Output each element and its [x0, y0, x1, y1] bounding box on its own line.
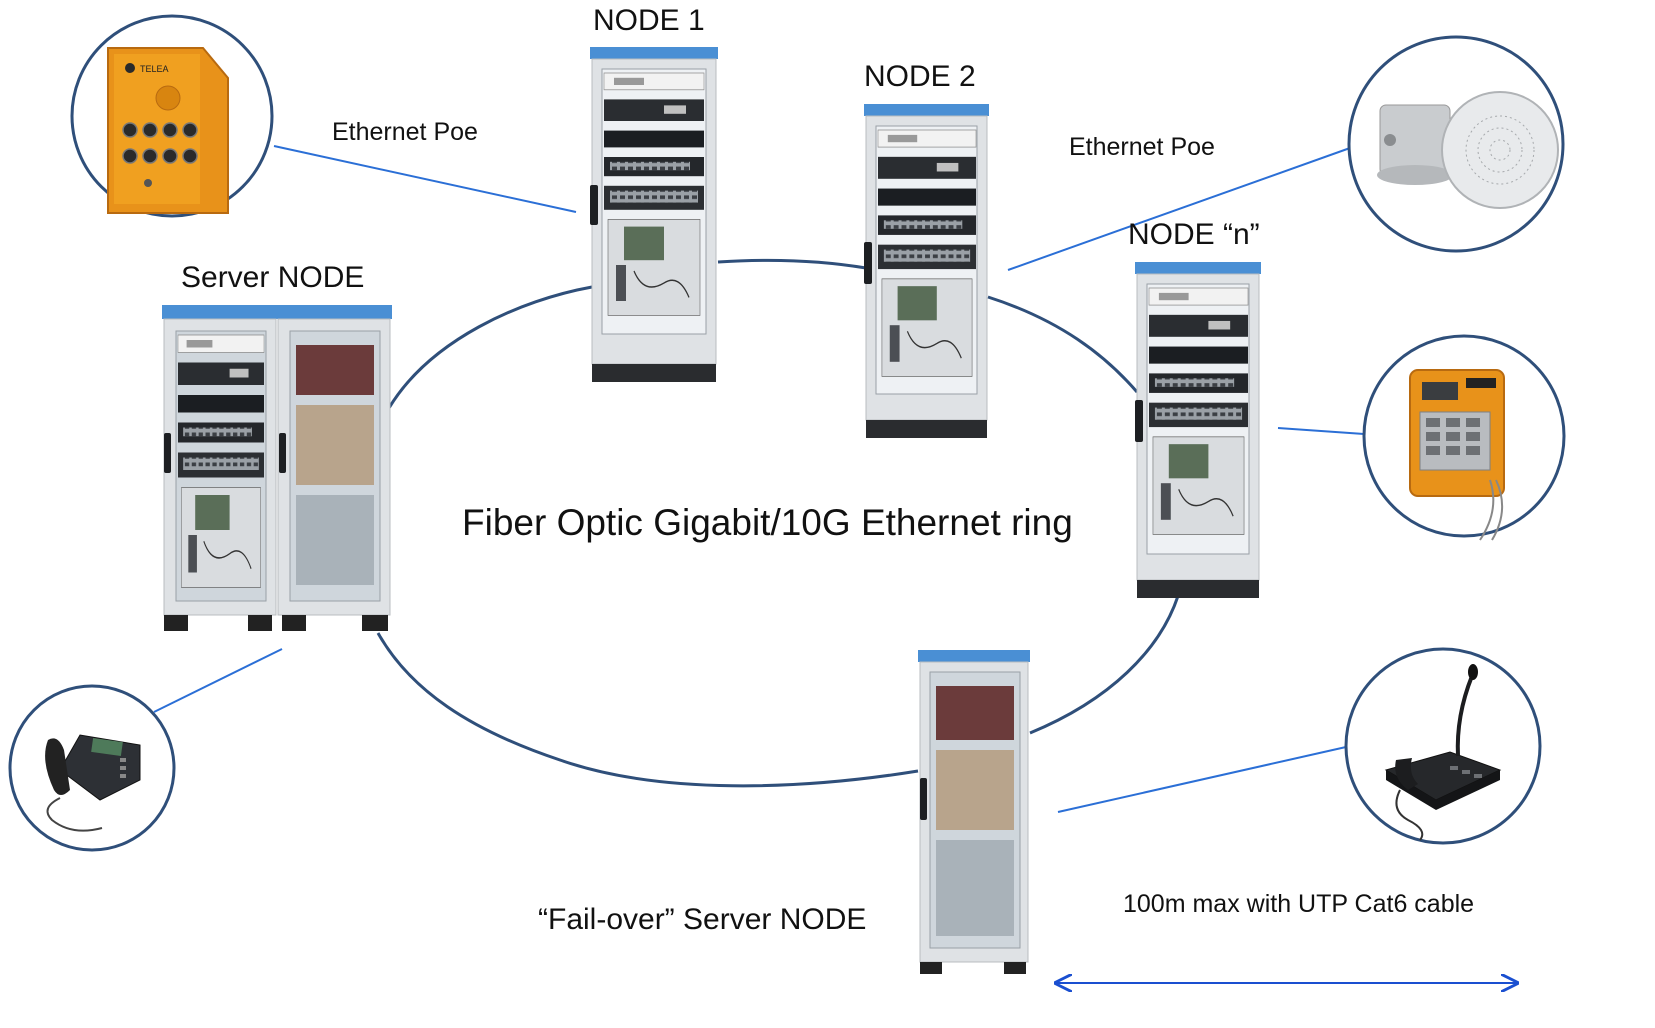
node2-label: NODE 2	[864, 60, 976, 93]
node1-cabinet-icon	[590, 47, 718, 382]
ip-phone-icon	[45, 734, 141, 832]
intercom-device-icon: TELEA	[107, 47, 229, 214]
failover-cabinet-icon	[918, 650, 1030, 974]
ceiling-speaker-icon	[1377, 91, 1559, 209]
ceiling-speaker-circle	[1347, 35, 1565, 253]
paging-microphone-icon	[1384, 664, 1502, 841]
link-node2-speaker	[1007, 147, 1351, 271]
server-cabinet-icon	[162, 305, 392, 631]
ethernet-poe-left-label: Ethernet Poe	[332, 118, 478, 146]
paging-microphone-circle	[1344, 647, 1542, 845]
node1-label: NODE 1	[593, 4, 705, 37]
industrial-phone-circle	[1362, 334, 1566, 541]
industrial-phone-icon	[1409, 369, 1505, 541]
ip-phone-circle	[8, 684, 176, 852]
ethernet-poe-right-label: Ethernet Poe	[1069, 133, 1215, 161]
intercom-brand-text: TELEA	[140, 64, 169, 74]
link-noden-phone	[1277, 427, 1365, 435]
fiber-ring	[376, 258, 1180, 788]
node2-cabinet-icon	[864, 104, 989, 438]
link-failover-paging	[1057, 746, 1347, 813]
intercom-device-circle: TELEA	[70, 14, 274, 218]
node-n-label: NODE “n”	[1128, 218, 1260, 251]
node-n-cabinet-icon	[1135, 262, 1261, 598]
link-intercom-node1	[273, 145, 577, 213]
distance-label: 100m max with UTP Cat6 cable	[1123, 890, 1475, 918]
link-server-ipphone	[153, 648, 283, 713]
failover-node-label: “Fail-over” Server NODE	[538, 903, 867, 936]
ring-label: Fiber Optic Gigabit/10G Ethernet ring	[462, 502, 1073, 543]
server-node-label: Server NODE	[181, 261, 365, 294]
